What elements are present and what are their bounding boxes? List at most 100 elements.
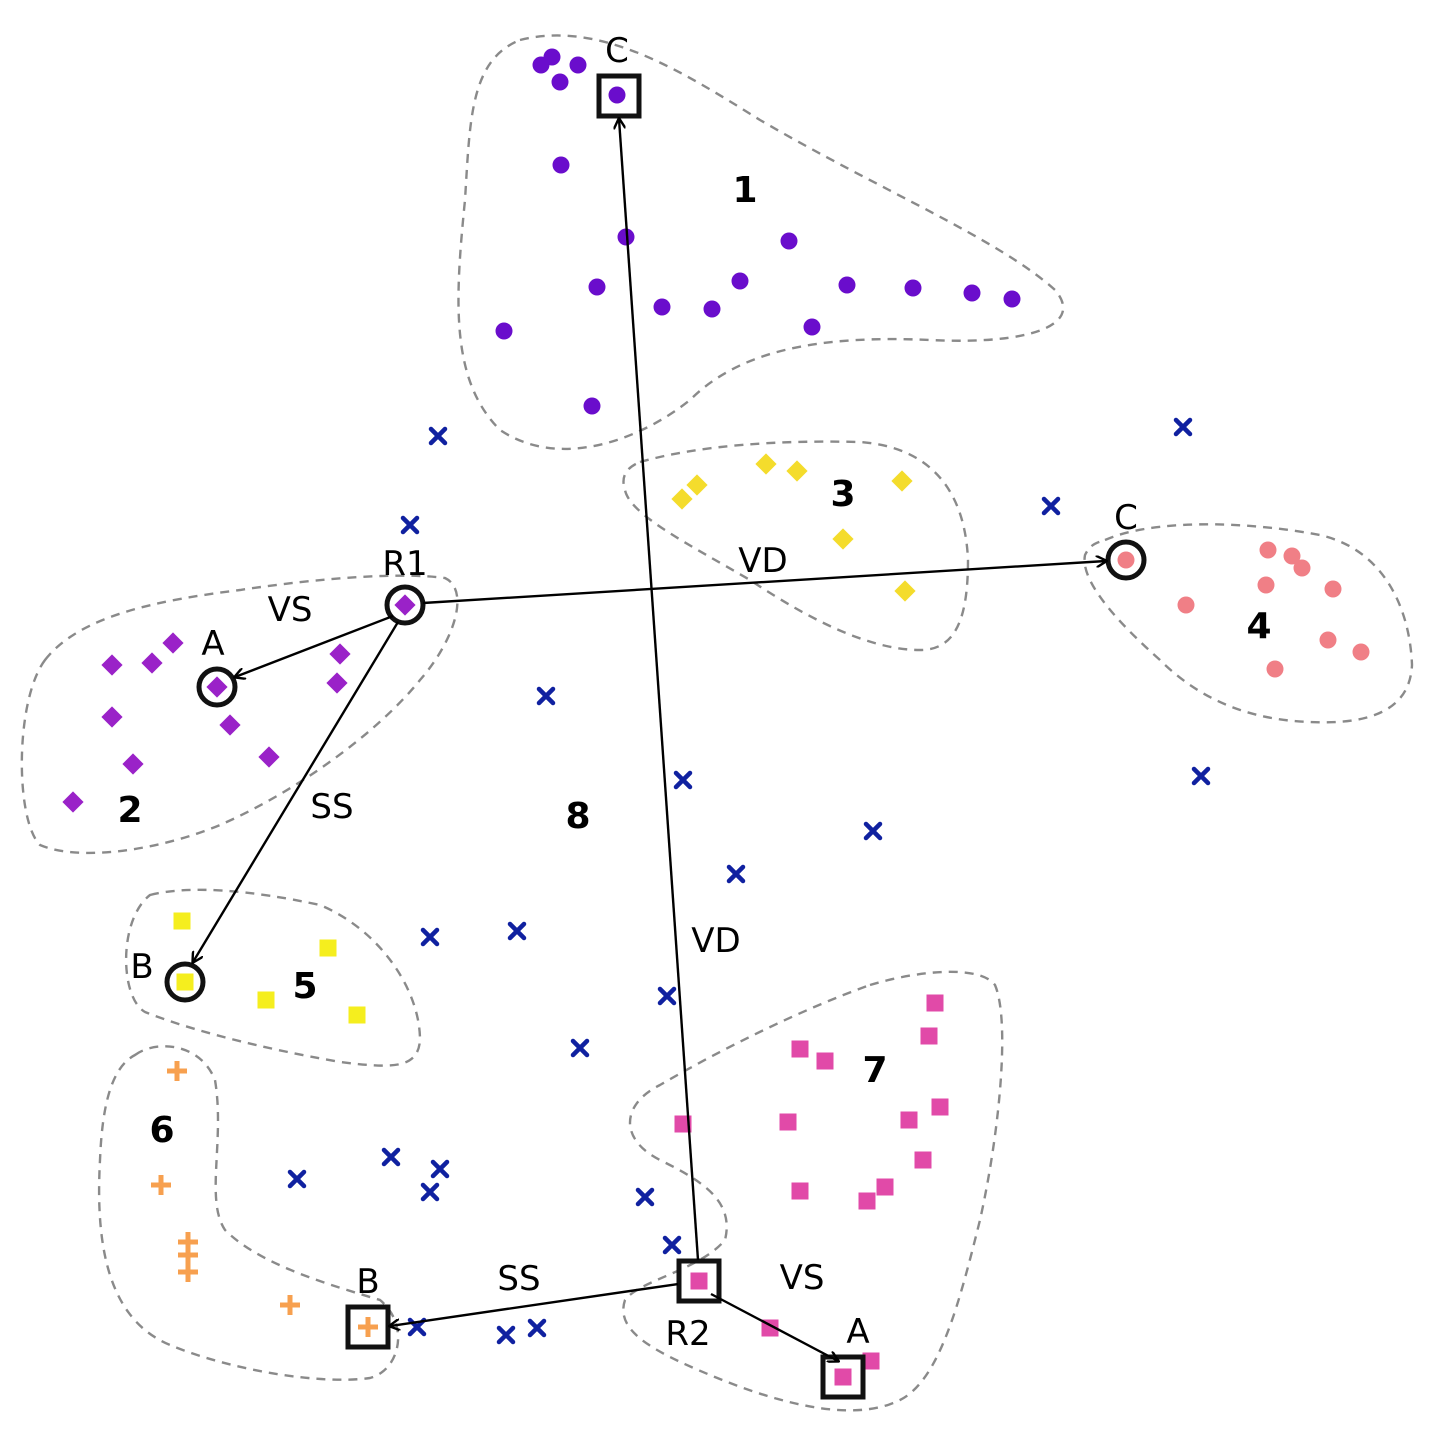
- relation-r1-ss-label: SS: [310, 787, 353, 827]
- cluster-2-point: [101, 706, 123, 728]
- cluster-7-point: [914, 1151, 932, 1169]
- cluster-7-point: [834, 1368, 852, 1386]
- arrow-r2-to-c: [619, 119, 700, 1261]
- point-r1-a-ring: [196, 666, 238, 708]
- cluster-8-point: [400, 515, 420, 535]
- point-r1-c-label: C: [1114, 498, 1138, 538]
- cluster-3-point: [894, 580, 916, 602]
- cluster-4-point: [1319, 631, 1337, 649]
- cluster-2-point: [258, 746, 280, 768]
- point-r1-a-label: A: [201, 624, 224, 664]
- cluster-8-point: [507, 921, 527, 941]
- cluster-7-label: 7: [862, 1050, 887, 1091]
- cluster-2-outline: [20, 574, 459, 855]
- cluster-6-point: [280, 1295, 300, 1315]
- cluster-8-label: 8: [565, 796, 590, 837]
- point-r2-a-box: [820, 1354, 866, 1400]
- point-r1-b-label: B: [130, 947, 153, 987]
- cluster-7-point: [920, 1027, 938, 1045]
- cluster-4-outline: [1083, 523, 1414, 724]
- cluster-1-point: [803, 318, 821, 336]
- cluster-1-outline: [457, 34, 1065, 451]
- cluster-2-point: [101, 654, 123, 676]
- cluster-8-point: [536, 686, 556, 706]
- cluster-7-point: [900, 1111, 918, 1129]
- cluster-4-point: [1259, 541, 1277, 559]
- cluster-1-point: [608, 86, 626, 104]
- cluster-1-point: [588, 278, 606, 296]
- relation-r2-vs-label: VS: [780, 1258, 825, 1298]
- cluster-2-point: [394, 594, 416, 616]
- relation-r1-vd-label: VD: [738, 541, 787, 581]
- cluster-1-point: [731, 272, 749, 290]
- cluster-8-point: [1191, 766, 1211, 786]
- cluster-8-point: [420, 927, 440, 947]
- arrow-r1-to-a: [235, 614, 394, 677]
- cluster-8-point: [381, 1147, 401, 1167]
- cluster-4-label: 4: [1246, 606, 1271, 647]
- cluster-3-point: [755, 453, 777, 475]
- reference-r2-label: R2: [665, 1314, 710, 1354]
- reference-r1-ring: [384, 584, 426, 626]
- cluster-6-outline: [97, 1045, 400, 1381]
- cluster-8-point: [287, 1169, 307, 1189]
- point-r2-b-label: B: [356, 1262, 379, 1302]
- cluster-2-point: [162, 632, 184, 654]
- cluster-7-point: [779, 1113, 797, 1131]
- cluster-2-point: [62, 791, 84, 813]
- arrow-r2-to-b: [390, 1282, 679, 1326]
- cluster-2-label: 2: [117, 790, 142, 831]
- cluster-3-point: [686, 474, 708, 496]
- cluster-7-point: [926, 994, 944, 1012]
- arrow-r1-to-c: [422, 561, 1106, 605]
- cluster-8-point: [673, 770, 693, 790]
- point-r1-b-ring: [164, 961, 206, 1003]
- cluster-8-point: [428, 426, 448, 446]
- cluster-1-point: [551, 73, 569, 91]
- cluster-7-point: [931, 1098, 949, 1116]
- relation-r2-ss-label: SS: [497, 1259, 540, 1299]
- cluster-1-point: [904, 279, 922, 297]
- cluster-4-point: [1117, 551, 1135, 569]
- data-points: [62, 48, 1370, 1386]
- cluster-6-point: [151, 1175, 171, 1195]
- cluster-8-point: [657, 986, 677, 1006]
- relation-r2-vd-label: VD: [691, 921, 740, 961]
- cluster-5-point: [319, 939, 337, 957]
- cluster-6-point: [358, 1317, 378, 1337]
- cluster-4-point: [1177, 596, 1195, 614]
- reference-r1-label: R1: [382, 544, 427, 584]
- cluster-7-point: [791, 1182, 809, 1200]
- cluster-8-point: [662, 1235, 682, 1255]
- cluster-8-point: [527, 1318, 547, 1338]
- cluster-4-point: [1324, 580, 1342, 598]
- cluster-2-point: [141, 652, 163, 674]
- cluster-7-point: [690, 1272, 708, 1290]
- cluster-8-point: [635, 1187, 655, 1207]
- point-r2-c-label: C: [605, 31, 629, 71]
- cluster-3-point: [671, 488, 693, 510]
- cluster-3-label: 3: [830, 474, 855, 515]
- cluster-7-outline: [622, 970, 1004, 1412]
- cluster-1-point: [1003, 290, 1021, 308]
- cluster-7-point: [876, 1178, 894, 1196]
- reference-r2-box: [676, 1258, 722, 1304]
- cluster-1-point: [569, 56, 587, 74]
- cluster-1-label: 1: [732, 170, 757, 211]
- cluster-2-point: [122, 753, 144, 775]
- cluster-7-point: [858, 1192, 876, 1210]
- relation-r1-vs-label: VS: [268, 590, 313, 630]
- cluster-8-point: [420, 1182, 440, 1202]
- cluster-5-label: 5: [292, 966, 317, 1007]
- point-r2-a-label: A: [846, 1312, 869, 1352]
- cluster-5-point: [348, 1006, 366, 1024]
- cluster-1-point: [653, 298, 671, 316]
- cluster-4-point: [1283, 547, 1301, 565]
- cluster-4-point: [1257, 576, 1275, 594]
- cluster-3-outline: [622, 440, 970, 652]
- cluster-6-point: [167, 1061, 187, 1081]
- arrow-r1-to-b: [193, 621, 400, 962]
- cluster-1-point: [703, 300, 721, 318]
- cluster-1-point: [543, 48, 561, 66]
